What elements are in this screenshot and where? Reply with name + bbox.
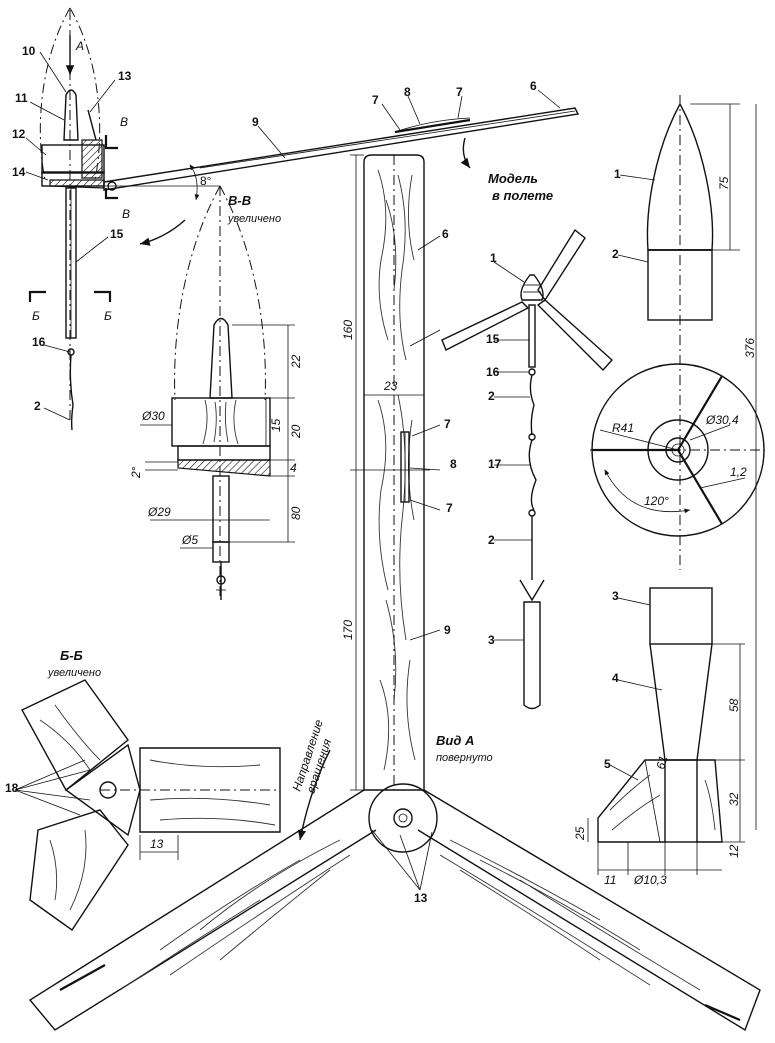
section-vv-title: В-В <box>228 193 251 208</box>
section-bb-mark-right: Б <box>104 309 112 323</box>
dim-4: 4 <box>290 461 297 475</box>
part-15-label: 15 <box>110 227 124 241</box>
dim-12: 12 <box>727 844 741 858</box>
dim-diameter-5: Ø5 <box>181 533 198 547</box>
dim-11: 11 <box>604 873 616 887</box>
model-in-flight <box>441 228 613 710</box>
dim-376: 376 <box>743 338 757 358</box>
dim-diameter-29: Ø29 <box>147 505 171 519</box>
section-b-mark-bottom: B <box>122 207 130 221</box>
part-3-label-flight: 3 <box>488 633 495 647</box>
dimension-labels: 22 15 20 4 80 Ø30 2° Ø29 Ø5 160 23 170 7… <box>129 176 757 887</box>
blade-plan-view <box>350 154 441 791</box>
part-16-label-flight: 16 <box>486 365 500 379</box>
view-a-subtitle: повернуто <box>436 752 493 764</box>
disk-part <box>590 363 765 537</box>
dim-32: 32 <box>727 792 741 806</box>
part-9-label-top: 9 <box>252 115 259 129</box>
angle-8-label: 8° <box>200 174 212 188</box>
part-3-label: 3 <box>612 589 619 603</box>
dim-58: 58 <box>727 698 741 712</box>
view-labels: A B B Б Б 8° В-В увеличено Б-Б увеличено… <box>32 39 553 795</box>
part-8-label-top: 8 <box>404 85 411 99</box>
dim-75: 75 <box>717 176 731 190</box>
leaders-top-left <box>25 51 561 421</box>
part-10-label: 10 <box>22 44 36 58</box>
dim-2-deg: 2° <box>129 466 143 479</box>
part-7-label-top-b: 7 <box>456 85 463 99</box>
part-7-label-top-a: 7 <box>372 93 379 107</box>
part-17-label: 17 <box>488 457 502 471</box>
dim-13: 13 <box>150 837 164 851</box>
part-9-label: 9 <box>444 623 451 637</box>
view-a-title: Вид А <box>436 733 474 748</box>
part-2-label-flight-a: 2 <box>488 389 495 403</box>
section-bb <box>14 679 281 931</box>
dim-1-2: 1,2 <box>730 465 747 479</box>
model-flight-line1: Модель <box>488 171 538 186</box>
dim-120-deg: 120° <box>644 494 669 508</box>
part-18-label: 18 <box>5 781 19 795</box>
dim-170: 170 <box>341 620 355 640</box>
dim-radius-41: R41 <box>612 421 634 435</box>
tail-part <box>587 587 745 875</box>
section-bb-subtitle: увеличено <box>47 667 101 679</box>
part-2-label-left: 2 <box>34 399 41 413</box>
dim-20: 20 <box>289 424 303 439</box>
part-1-label-flight: 1 <box>490 251 497 265</box>
section-bb-title: Б-Б <box>60 648 83 663</box>
section-b-mark-top: B <box>120 115 128 129</box>
view-a-arrow-label: A <box>75 39 84 53</box>
part-13-label: 13 <box>118 69 132 83</box>
dim-diameter-30: Ø30 <box>141 409 165 423</box>
dim-diameter-10-3: Ø10,3 <box>633 873 667 887</box>
part-6-label: 6 <box>442 227 449 241</box>
part-2-label-right: 2 <box>612 247 619 261</box>
part-numbers: 10 13 11 12 14 15 16 2 9 7 8 7 6 6 7 8 7… <box>5 44 621 905</box>
dim-23: 23 <box>383 379 398 393</box>
part-13-label-hub: 13 <box>414 891 428 905</box>
dim-diameter-30-4: Ø30,4 <box>705 413 739 427</box>
part-2-label-flight-b: 2 <box>488 533 495 547</box>
dim-80: 80 <box>289 506 303 520</box>
dim-160: 160 <box>341 320 355 340</box>
part-12-label: 12 <box>12 127 26 141</box>
assembly-side-view <box>28 7 580 431</box>
dim-25: 25 <box>573 826 587 841</box>
dim-15: 15 <box>269 418 283 432</box>
dim-61: 61 <box>653 754 670 771</box>
section-vv-subtitle: увеличено <box>227 213 281 225</box>
part-11-label: 11 <box>15 91 28 105</box>
section-vv <box>140 185 295 600</box>
part-15-label-flight: 15 <box>486 332 500 346</box>
part-14-label: 14 <box>12 165 26 179</box>
part-7-label-a: 7 <box>444 417 451 431</box>
view-a-hub <box>28 749 761 1032</box>
part-16-label: 16 <box>32 335 46 349</box>
part-7-label-b: 7 <box>446 501 453 515</box>
part-5-label: 5 <box>604 757 611 771</box>
part-1-label: 1 <box>614 167 621 181</box>
part-8-label: 8 <box>450 457 457 471</box>
dim-22: 22 <box>289 354 303 369</box>
section-bb-mark-left: Б <box>32 309 40 323</box>
model-flight-line2: в полете <box>492 188 553 203</box>
part-4-label: 4 <box>612 671 619 685</box>
nose-cone-part <box>617 95 757 830</box>
part-6-label-top: 6 <box>530 79 537 93</box>
